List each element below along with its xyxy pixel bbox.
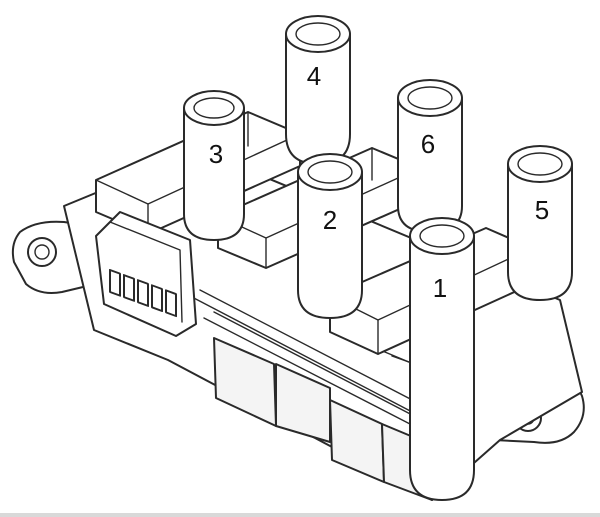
tower-6-label: 6 <box>421 129 435 159</box>
tower-6: 6 <box>397 79 463 233</box>
tower-4-label: 4 <box>307 61 321 91</box>
tower-1-label: 1 <box>433 273 447 303</box>
electrical-connector <box>95 211 197 337</box>
bottom-border <box>0 513 600 517</box>
tower-4: 4 <box>285 15 351 165</box>
tower-2-label: 2 <box>323 205 337 235</box>
tower-2: 2 <box>297 153 363 319</box>
tower-5: 5 <box>507 145 573 301</box>
tower-3-label: 3 <box>209 139 223 169</box>
tower-5-label: 5 <box>535 195 549 225</box>
tower-3: 3 <box>183 90 245 241</box>
tower-1: 1 <box>409 217 475 501</box>
